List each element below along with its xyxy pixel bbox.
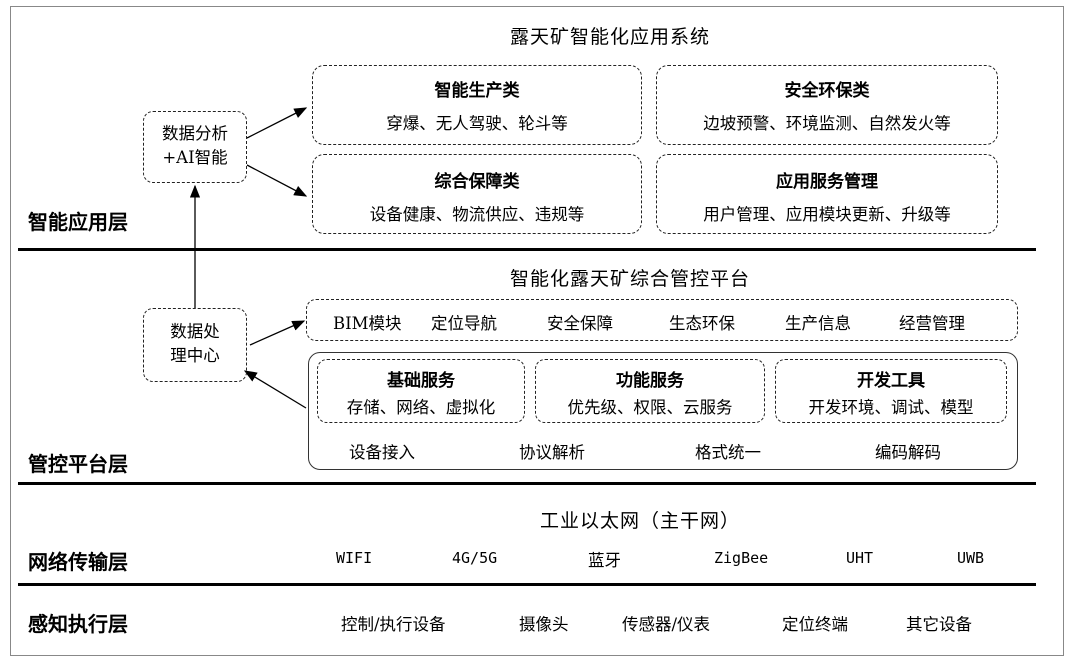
network-item: WIFI <box>336 549 373 567</box>
network-item: 4G/5G <box>452 549 498 567</box>
box-title: 智能生产类 <box>434 81 520 101</box>
hub-line-1: 数据处 <box>170 322 220 341</box>
service-title: 基础服务 <box>387 371 455 391</box>
box-safety-environment: 安全环保类 边坡预警、环境监测、自然发火等 <box>656 65 998 145</box>
module-item: 生态环保 <box>669 314 735 333</box>
perception-item: 其它设备 <box>906 615 972 634</box>
layer-name-application: 智能应用层 <box>28 210 128 234</box>
box-desc: 设备健康、物流供应、违规等 <box>369 205 585 224</box>
perception-item: 传感器/仪表 <box>622 615 711 634</box>
base-item: 格式统一 <box>695 443 761 462</box>
perception-item: 控制/执行设备 <box>341 615 446 634</box>
service-basic: 基础服务 存储、网络、虚拟化 <box>317 359 525 423</box>
base-item: 编码解码 <box>875 443 941 462</box>
box-title: 安全环保类 <box>784 81 870 101</box>
system-title: 露天矿智能化应用系统 <box>509 26 710 48</box>
perception-item: 定位终端 <box>782 615 848 634</box>
network-item: UHT <box>846 549 874 567</box>
hub-line-1: 数据分析 <box>162 124 228 143</box>
layer-divider <box>18 248 1036 251</box>
arrow-hub-to-support <box>246 164 308 197</box>
box-desc: 用户管理、应用模块更新、升级等 <box>703 205 951 224</box>
service-desc: 开发环境、调试、模型 <box>808 398 974 417</box>
network-item: UWB <box>957 549 985 567</box>
service-title: 功能服务 <box>616 371 684 391</box>
base-item: 设备接入 <box>349 443 415 462</box>
layer-name-perception: 感知执行层 <box>28 612 128 636</box>
module-item: 安全保障 <box>547 314 613 333</box>
base-item: 协议解析 <box>519 443 585 462</box>
data-analysis-hub: 数据分析 +AI智能 <box>143 111 247 183</box>
layer-divider <box>18 482 1036 485</box>
network-item: ZigBee <box>714 549 769 567</box>
arrow-platform-to-processing <box>243 370 307 409</box>
box-service-management: 应用服务管理 用户管理、应用模块更新、升级等 <box>656 154 998 234</box>
box-comprehensive-support: 综合保障类 设备健康、物流供应、违规等 <box>312 154 642 234</box>
service-desc: 存储、网络、虚拟化 <box>346 398 496 417</box>
box-desc: 边坡预警、环境监测、自然发火等 <box>703 114 951 133</box>
service-dev-tools: 开发工具 开发环境、调试、模型 <box>775 359 1007 423</box>
hub-line-2: 理中心 <box>170 346 220 365</box>
platform-services-panel: 基础服务 存储、网络、虚拟化 功能服务 优先级、权限、云服务 开发工具 开发环境… <box>308 352 1018 470</box>
arrow-hub-to-production <box>246 107 308 139</box>
service-desc: 优先级、权限、云服务 <box>567 398 733 417</box>
arrow-processing-to-modules <box>249 320 306 346</box>
layer-name-platform: 管控平台层 <box>28 452 128 476</box>
layer-name-network: 网络传输层 <box>28 550 128 574</box>
platform-title: 智能化露天矿综合管控平台 <box>509 268 750 290</box>
network-title: 工业以太网（主干网） <box>539 510 740 532</box>
box-title: 综合保障类 <box>434 172 520 192</box>
network-item: 蓝牙 <box>588 551 621 570</box>
module-bar: BIM模块 定位导航 安全保障 生态环保 生产信息 经营管理 <box>306 299 1018 341</box>
module-item: 经营管理 <box>899 314 965 333</box>
service-title: 开发工具 <box>857 371 925 391</box>
module-item: 生产信息 <box>785 314 851 333</box>
module-item: 定位导航 <box>431 314 497 333</box>
data-processing-hub: 数据处 理中心 <box>143 308 247 382</box>
diagram-frame <box>10 6 1064 656</box>
service-functional: 功能服务 优先级、权限、云服务 <box>535 359 765 423</box>
perception-item: 摄像头 <box>519 615 569 634</box>
hub-line-2: +AI智能 <box>162 148 228 167</box>
box-smart-production: 智能生产类 穿爆、无人驾驶、轮斗等 <box>312 65 642 145</box>
box-desc: 穿爆、无人驾驶、轮斗等 <box>386 114 568 133</box>
box-title: 应用服务管理 <box>776 172 878 192</box>
module-item: BIM模块 <box>333 314 402 333</box>
layer-divider <box>18 583 1036 586</box>
